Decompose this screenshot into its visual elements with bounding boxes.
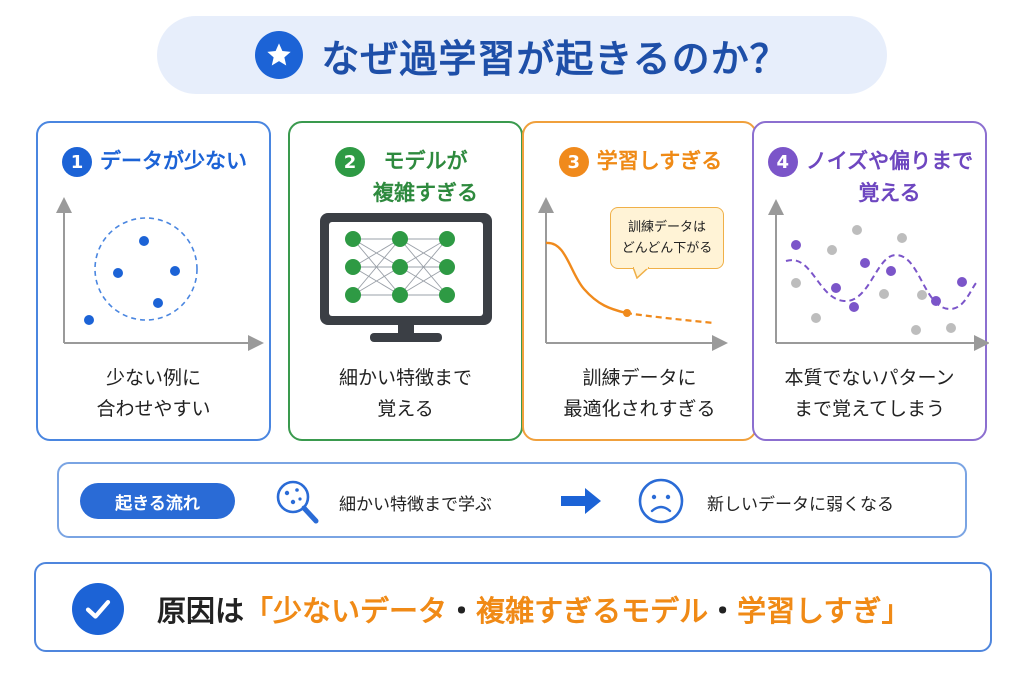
card-title-line: 覚える <box>858 181 921 205</box>
conclusion-item-3: 学習しすぎ <box>737 594 882 628</box>
caption-line: 最適化されすぎる <box>563 398 716 420</box>
flow-panel: 起きる流れ 細かい特徴まで学ぶ 新しいデータに弱くなる <box>57 462 967 538</box>
card-title: データが少ない <box>100 145 247 177</box>
check-icon <box>72 583 124 635</box>
card-header: 2 モデルが 複雑すぎる <box>300 145 513 209</box>
caption-line: 少ない例に <box>105 367 201 389</box>
flow-step-2: 新しいデータに弱くなる <box>707 495 894 515</box>
conclusion-separator: ・ <box>447 594 477 628</box>
card-number: 3 <box>558 147 589 177</box>
card-few-data: 1 データが少ない 少ない例に 合わせやすい <box>36 121 271 441</box>
training-loss-curve-graphic <box>538 197 728 351</box>
conclusion-lead: 原因は <box>157 594 245 628</box>
card-title-line: モデルが <box>383 149 468 173</box>
card-complex-model: 2 モデルが 複雑すぎる 細かい特徴まで 覚える <box>288 121 523 441</box>
caption-line: 訓練データに <box>582 367 697 389</box>
star-icon <box>255 31 304 79</box>
card-header: 3 学習しすぎる <box>534 145 747 177</box>
scatter-few-points-graphic <box>56 197 264 351</box>
page-title: なぜ過学習が起きるのか？ <box>321 36 789 81</box>
bubble-tail <box>633 267 649 279</box>
card-title: モデルが 複雑すぎる <box>373 145 478 209</box>
magnifier-icon <box>276 480 319 524</box>
card-number: 4 <box>767 147 798 177</box>
caption-line: 覚える <box>377 398 434 420</box>
title-banner: なぜ過学習が起きるのか？ <box>157 16 887 94</box>
card-noise-bias: 4 ノイズや偏りまで 覚える 本質でないパターン まで覚えてしまう <box>752 121 989 441</box>
conclusion-item-2: 複雑すぎるモデル <box>476 594 709 628</box>
card-number: 1 <box>62 147 92 177</box>
caption-line: 合わせやすい <box>96 398 211 420</box>
flow-step-1: 細かい特徴まで学ぶ <box>339 495 492 515</box>
conclusion-text: 原因は「少ないデータ・複雑すぎるモデル・学習しすぎ」 <box>157 588 911 630</box>
card-caption: 細かい特徴まで 覚える <box>296 363 515 425</box>
card-title-line: 複雑すぎる <box>373 181 478 205</box>
caption-line: 本質でないパターン <box>784 367 955 389</box>
noisy-scatter-graphic <box>768 199 989 351</box>
speech-bubble: 訓練データは どんどん下がる <box>610 207 724 279</box>
arrow-right-icon <box>561 488 601 514</box>
neural-network-monitor-icon <box>320 213 492 342</box>
card-header: 1 データが少ない <box>48 145 261 177</box>
conclusion-item-1: 少ないデータ <box>273 594 448 628</box>
card-caption: 本質でないパターン まで覚えてしまう <box>760 363 979 425</box>
card-caption: 少ない例に 合わせやすい <box>44 363 263 425</box>
conclusion-panel: 原因は「少ないデータ・複雑すぎるモデル・学習しすぎ」 <box>34 562 992 652</box>
caption-line: まで覚えてしまう <box>793 398 946 420</box>
card-header: 4 ノイズや偏りまで 覚える <box>764 145 977 209</box>
conclusion-close-quote: 」 <box>881 594 911 628</box>
card-number: 2 <box>335 147 365 177</box>
card-title-line: 学習しすぎる <box>596 149 723 173</box>
card-title-line: ノイズや偏りまで <box>805 149 974 173</box>
bubble-line: 訓練データは <box>627 220 706 235</box>
sad-face-icon <box>638 478 684 524</box>
card-overtraining: 3 学習しすぎる 訓練データは どんどん下がる 訓練データに 最適化されすぎる <box>522 121 757 441</box>
card-title: 学習しすぎる <box>597 145 723 177</box>
card-title: ノイズや偏りまで 覚える <box>806 145 973 209</box>
card-title-line: データが少ない <box>100 149 247 173</box>
flow-label-badge: 起きる流れ <box>80 483 235 519</box>
caption-line: 細かい特徴まで <box>338 367 472 389</box>
bubble-line: どんどん下がる <box>621 241 713 256</box>
conclusion-open-quote: 「 <box>244 594 274 628</box>
card-caption: 訓練データに 最適化されすぎる <box>530 363 749 425</box>
conclusion-separator: ・ <box>708 594 738 628</box>
